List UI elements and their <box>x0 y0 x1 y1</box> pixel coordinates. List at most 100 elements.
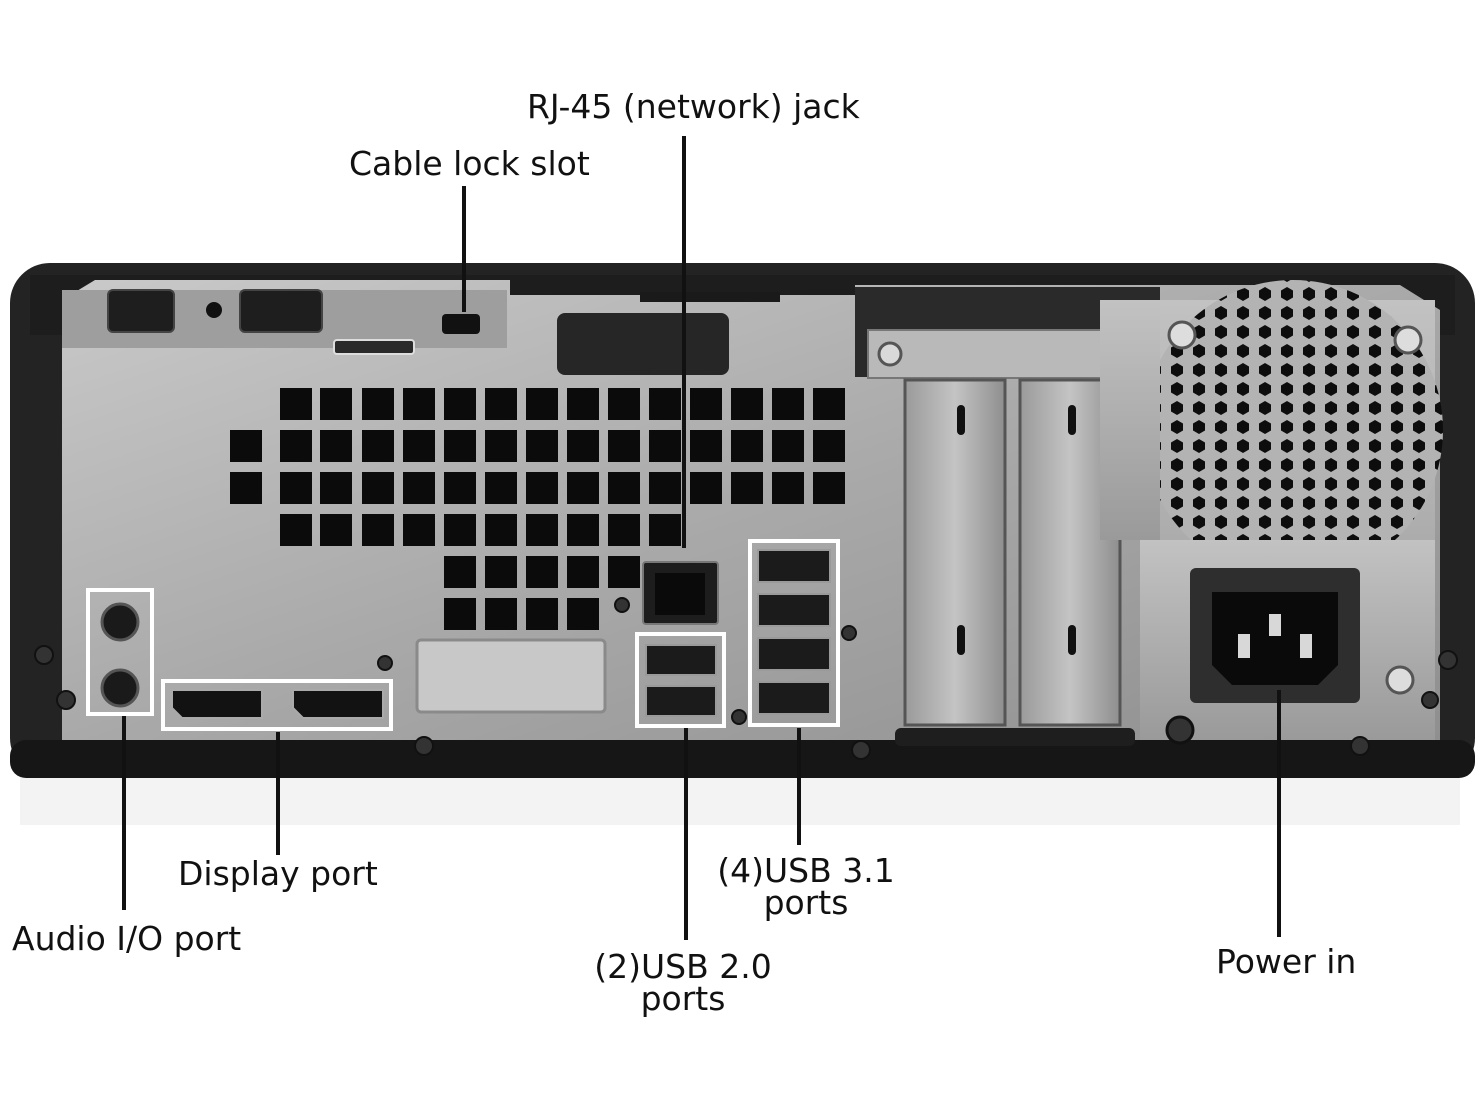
vent-hole <box>230 472 262 504</box>
vent-hole <box>649 388 681 420</box>
vent-hole <box>320 472 352 504</box>
bottom-screws <box>34 597 1458 760</box>
vent-hole <box>320 388 352 420</box>
vent-hole <box>772 388 804 420</box>
ventilation-grille <box>230 388 845 630</box>
psu-screw-icon-2 <box>1393 325 1423 355</box>
vent-hole <box>444 472 476 504</box>
vent-hole <box>567 430 599 462</box>
vent-hole <box>485 598 517 630</box>
vent-hole <box>362 430 394 462</box>
vent-hole <box>403 472 435 504</box>
vent-hole <box>403 514 435 546</box>
vent-hole <box>444 430 476 462</box>
vent-hole <box>280 388 312 420</box>
usb31-port-3 <box>757 637 831 671</box>
vent-hole <box>608 430 640 462</box>
floor-reflection <box>20 775 1460 825</box>
vent-hole <box>813 430 845 462</box>
vent-hole <box>444 598 476 630</box>
audio-jack-top <box>100 602 140 642</box>
psu-screw-icon-3 <box>1385 665 1415 695</box>
vent-hole <box>690 430 722 462</box>
vent-hole <box>362 388 394 420</box>
psu-fan-grille <box>1143 280 1443 580</box>
label-usb20-line1: (2)USB 2.0 <box>594 947 772 986</box>
usb31-port-2 <box>757 593 831 627</box>
power-inlet-pins <box>1238 614 1312 658</box>
vent-hole <box>772 430 804 462</box>
vent-hole <box>280 514 312 546</box>
vent-hole <box>526 472 558 504</box>
vent-hole <box>320 514 352 546</box>
display-port-2 <box>292 689 384 719</box>
vent-hole <box>649 430 681 462</box>
vent-hole <box>567 472 599 504</box>
vent-hole <box>444 556 476 588</box>
vent-hole <box>690 472 722 504</box>
vent-hole <box>813 388 845 420</box>
vent-hole <box>362 514 394 546</box>
vent-hole <box>320 430 352 462</box>
io-shield-plate <box>415 638 607 714</box>
vent-hole <box>690 388 722 420</box>
vent-hole <box>567 556 599 588</box>
label-usb31-line1: (4)USB 3.1 <box>717 851 895 890</box>
vent-hole <box>444 514 476 546</box>
vent-hole <box>567 388 599 420</box>
vent-hole <box>485 472 517 504</box>
audio-jack-bottom <box>100 668 140 708</box>
vent-hole <box>526 598 558 630</box>
vent-hole <box>608 556 640 588</box>
top-cutout-right <box>239 289 323 333</box>
vent-hole <box>403 430 435 462</box>
callout-lines <box>122 136 1281 940</box>
rj45-opening <box>655 573 705 615</box>
label-display-port: Display port <box>178 854 378 893</box>
vent-hole <box>485 388 517 420</box>
vent-hole <box>813 472 845 504</box>
vent-hole <box>649 472 681 504</box>
vent-hole <box>526 514 558 546</box>
vent-hole <box>526 388 558 420</box>
top-latch <box>333 339 415 355</box>
vent-hole <box>608 514 640 546</box>
slot-bottom-bar <box>895 728 1135 746</box>
vent-hole <box>280 472 312 504</box>
chassis-edge <box>10 740 1475 778</box>
slot-details <box>957 405 1076 655</box>
usb31-port-4 <box>757 681 831 715</box>
vent-hole <box>526 556 558 588</box>
label-usb20-line2: ports <box>640 979 726 1018</box>
cable-lock-slot <box>442 314 480 334</box>
vent-hole <box>444 388 476 420</box>
label-usb31-line2: ports <box>763 883 849 922</box>
power-inlet-socket <box>1212 592 1338 685</box>
label-audio-io-port: Audio I/O port <box>12 919 242 958</box>
vent-hole <box>485 514 517 546</box>
vent-hole <box>230 430 262 462</box>
vent-hole <box>772 472 804 504</box>
usb31-port-1 <box>757 549 831 583</box>
display-port-1 <box>171 689 263 719</box>
psu-fan-mask-left <box>1100 300 1160 540</box>
vent-hole <box>567 598 599 630</box>
vent-hole <box>731 430 763 462</box>
top-clip <box>640 292 780 302</box>
vent-hole <box>731 472 763 504</box>
top-screw-hole <box>206 302 222 318</box>
label-cable-lock-slot: Cable lock slot <box>349 144 590 183</box>
usb20-frame <box>635 632 726 728</box>
psu-screw-icon <box>1167 320 1197 350</box>
label-rj45: RJ-45 (network) jack <box>527 87 860 126</box>
vent-hole <box>280 430 312 462</box>
vent-hole <box>731 388 763 420</box>
usb20-port-2 <box>645 685 717 717</box>
usb31-frame <box>748 539 840 727</box>
usb20-port-1 <box>645 644 717 676</box>
display-port-frame <box>161 679 393 731</box>
vent-hole <box>362 472 394 504</box>
vent-hole <box>649 514 681 546</box>
vent-hole <box>485 556 517 588</box>
